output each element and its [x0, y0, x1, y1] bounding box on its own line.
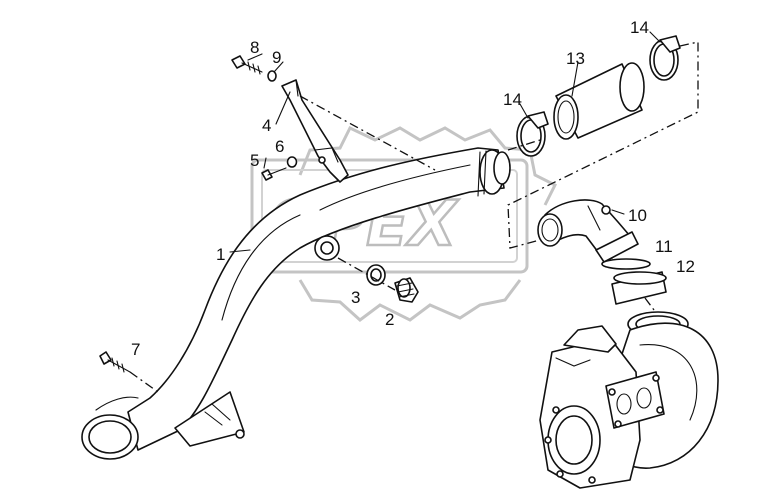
callout-6: 6 — [275, 137, 284, 156]
part-9-washer — [267, 70, 277, 82]
callouts: 1 2 3 4 5 6 7 8 9 10 11 12 13 14 14 — [131, 18, 695, 359]
part-14-clamp-upper — [649, 35, 681, 81]
part-11-clamp-band — [601, 258, 651, 270]
callout-14-upper: 14 — [630, 18, 649, 37]
callout-5: 5 — [250, 151, 259, 170]
callout-11: 11 — [655, 237, 673, 256]
callout-7: 7 — [131, 340, 140, 359]
callout-3: 3 — [351, 288, 360, 307]
part-4-bracket — [281, 79, 349, 183]
part-1-intake-pipe — [81, 147, 511, 460]
part-13-hose — [553, 62, 645, 140]
part-3-seal-ring — [366, 264, 386, 286]
leader-boss-plug — [337, 257, 396, 291]
callout-8: 8 — [250, 38, 259, 57]
callout-13: 13 — [566, 49, 585, 68]
callout-2: 2 — [385, 310, 394, 329]
part-7-bolt — [99, 351, 131, 373]
part-14-clamp-lower — [516, 111, 549, 157]
part-6-washer — [286, 156, 298, 168]
leader-lines — [229, 31, 661, 253]
leader-bracket — [299, 95, 436, 171]
leader-bolt-7 — [129, 371, 159, 393]
part-8-bolt — [231, 55, 263, 75]
callout-10: 10 — [628, 206, 647, 225]
callout-4: 4 — [262, 116, 271, 135]
callout-9: 9 — [272, 48, 281, 67]
turbocharger — [539, 311, 719, 489]
callout-14-lower: 14 — [503, 90, 522, 109]
part-12-sleeve — [611, 271, 667, 305]
callout-12: 12 — [676, 257, 695, 276]
part-10-elbow — [537, 199, 639, 263]
pipe-boss — [314, 235, 340, 261]
leader-hose-clamp — [507, 139, 541, 151]
callout-1: 1 — [216, 245, 225, 264]
part-2-plug — [394, 277, 419, 303]
leader-dashed-frame — [507, 41, 699, 249]
part-5-bolt — [261, 167, 287, 181]
